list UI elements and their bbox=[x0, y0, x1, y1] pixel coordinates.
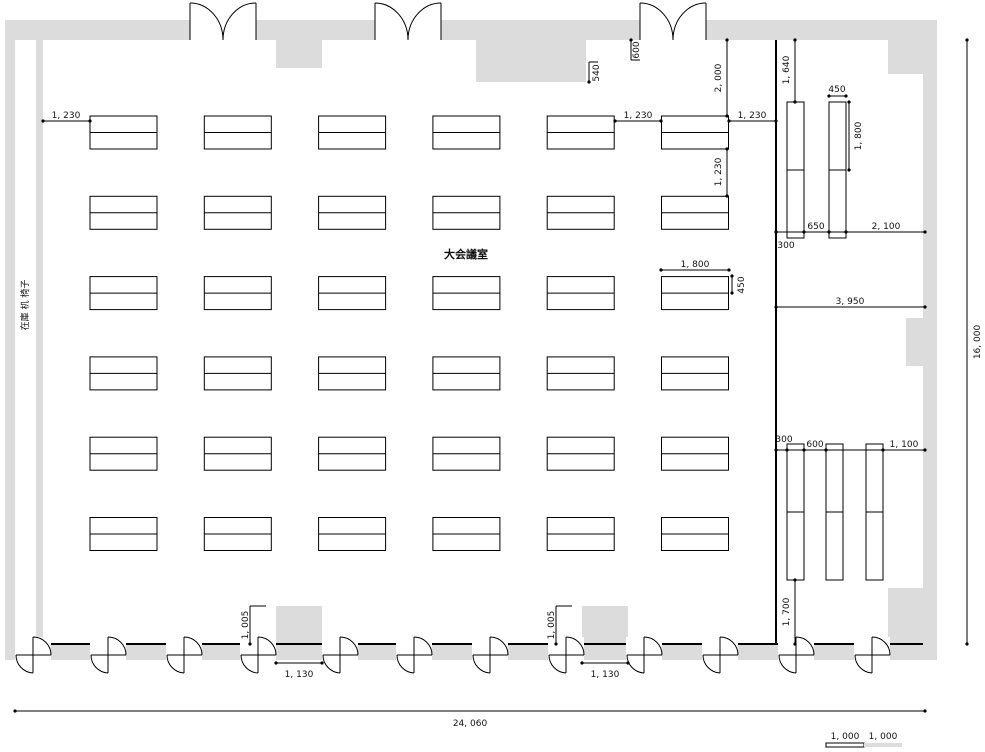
scale-label-a: 1, 000 bbox=[831, 732, 860, 742]
dim-storage-1700: 1, 700 bbox=[782, 597, 792, 626]
dim-storage-length: 1, 800 bbox=[854, 121, 864, 150]
bottom-doors bbox=[15, 636, 891, 674]
wall-top bbox=[5, 20, 937, 40]
pillar-top-1 bbox=[276, 40, 322, 68]
dim-desk-length: 1, 800 bbox=[681, 260, 710, 270]
storage-label: 在庫 机 椅子 bbox=[19, 280, 31, 331]
door-swing bbox=[396, 636, 433, 674]
pillar-top-2 bbox=[476, 40, 586, 82]
dim-pillar-600: 600 bbox=[632, 41, 642, 58]
pillar-bottom-2 bbox=[582, 606, 628, 645]
dim-storage-2100: 2, 100 bbox=[872, 222, 901, 232]
pillar-right-mid bbox=[906, 318, 923, 366]
dim-door-1005-a: 1, 005 bbox=[241, 611, 251, 640]
dim-storage-300-bottom: 300 bbox=[775, 435, 792, 445]
dim-storage-top: 1, 640 bbox=[782, 55, 792, 84]
door-swing bbox=[322, 636, 359, 674]
storage-area bbox=[786, 101, 884, 581]
door-swing bbox=[778, 636, 815, 674]
room-name: 大会議室 bbox=[444, 247, 488, 261]
dim-top-to-desk: 2, 000 bbox=[714, 63, 724, 92]
door-swing bbox=[626, 636, 663, 674]
door-swing bbox=[472, 636, 509, 674]
scale-bar bbox=[825, 742, 902, 748]
wall-right bbox=[923, 20, 937, 660]
dim-row-gap: 1, 230 bbox=[714, 157, 724, 186]
dim-storage-300-top: 300 bbox=[777, 241, 794, 251]
dim-total-height: 16, 000 bbox=[973, 325, 983, 360]
door-swing bbox=[548, 636, 585, 674]
pillar-top-3 bbox=[888, 40, 923, 74]
dim-storage-1100: 1, 100 bbox=[890, 440, 919, 450]
door-swing bbox=[854, 636, 891, 674]
dimension-lines bbox=[13, 38, 969, 713]
door-swing bbox=[702, 636, 739, 674]
dim-door-1005-b: 1, 005 bbox=[547, 611, 557, 640]
dim-storage-gap-650: 650 bbox=[807, 222, 824, 232]
pillar-bottom-1 bbox=[276, 606, 322, 645]
dim-door-1130-b: 1, 130 bbox=[591, 670, 620, 680]
scale-label-b: 1, 000 bbox=[869, 732, 898, 742]
dim-pillar-540: 540 bbox=[592, 64, 602, 81]
door-swing bbox=[166, 636, 203, 674]
dim-corridor-3950: 3, 950 bbox=[836, 297, 865, 307]
door-swing bbox=[240, 636, 277, 674]
dim-storage-600: 600 bbox=[806, 440, 823, 450]
wall-left-inner bbox=[36, 40, 43, 645]
wall-left bbox=[5, 20, 15, 660]
top-doors bbox=[189, 2, 707, 41]
dim-desk-gap: 1, 230 bbox=[624, 111, 653, 121]
dim-storage-width: 450 bbox=[828, 85, 845, 95]
pillar-right-bottom bbox=[888, 588, 923, 645]
dim-left-margin: 1, 230 bbox=[52, 111, 81, 121]
door-swing bbox=[15, 636, 52, 674]
dim-door-1130-a: 1, 130 bbox=[285, 670, 314, 680]
dim-total-width: 24, 060 bbox=[453, 719, 488, 729]
door-swing bbox=[90, 636, 127, 674]
dim-right-gap: 1, 230 bbox=[738, 111, 767, 121]
desk-grid bbox=[89, 115, 729, 551]
dim-desk-depth: 450 bbox=[737, 276, 747, 293]
